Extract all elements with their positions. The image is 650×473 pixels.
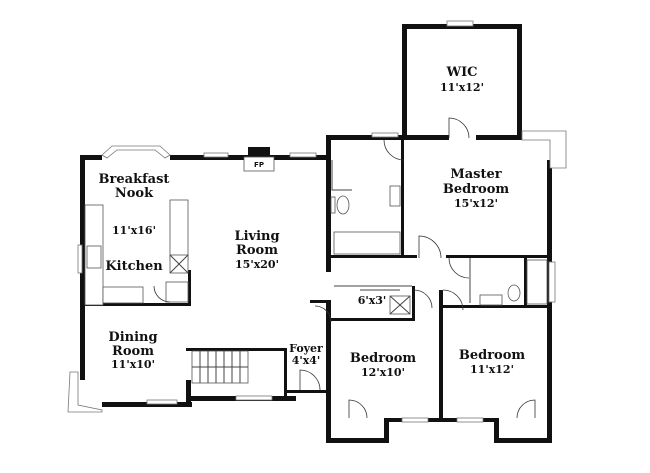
bedroom-3-size: 11'x12' (470, 363, 514, 376)
master-bedroom-name-1: Master (450, 167, 501, 182)
breakfast-nook-name-1: Breakfast (99, 172, 170, 187)
doors (153, 117, 536, 419)
bedroom-2-size: 12'x10' (361, 366, 405, 379)
closet-size: 6'x3' (358, 294, 387, 307)
foyer-name: Foyer (289, 342, 323, 355)
breakfast-nook-size: 11'x16' (112, 224, 156, 237)
living-room-name-1: Living (234, 229, 279, 244)
kitchen-name: Kitchen (105, 259, 163, 274)
stairs (191, 350, 249, 384)
bedroom-2-name: Bedroom (350, 351, 417, 366)
fixtures (84, 156, 548, 315)
wic-size: 11'x12' (440, 81, 484, 94)
dining-room-size: 11'x10' (111, 358, 155, 371)
foyer-size: 4'x4' (292, 354, 321, 367)
living-room-name-2: Room (236, 243, 278, 258)
dining-room-name-2: Room (112, 344, 154, 359)
wic-name: WIC (445, 65, 477, 80)
windows (67, 20, 567, 423)
dining-room-name-1: Dining (108, 330, 157, 345)
living-room-size: 15'x20' (235, 258, 279, 271)
fireplace-label: FP (254, 161, 264, 169)
master-bedroom-name-2: Bedroom (443, 182, 510, 197)
breakfast-nook-name-2: Nook (115, 186, 154, 201)
bedroom-3-name: Bedroom (459, 348, 526, 363)
room-labels: WIC 11'x12' Master Bedroom 15'x12' Break… (99, 65, 526, 379)
master-bedroom-size: 15'x12' (454, 197, 498, 210)
